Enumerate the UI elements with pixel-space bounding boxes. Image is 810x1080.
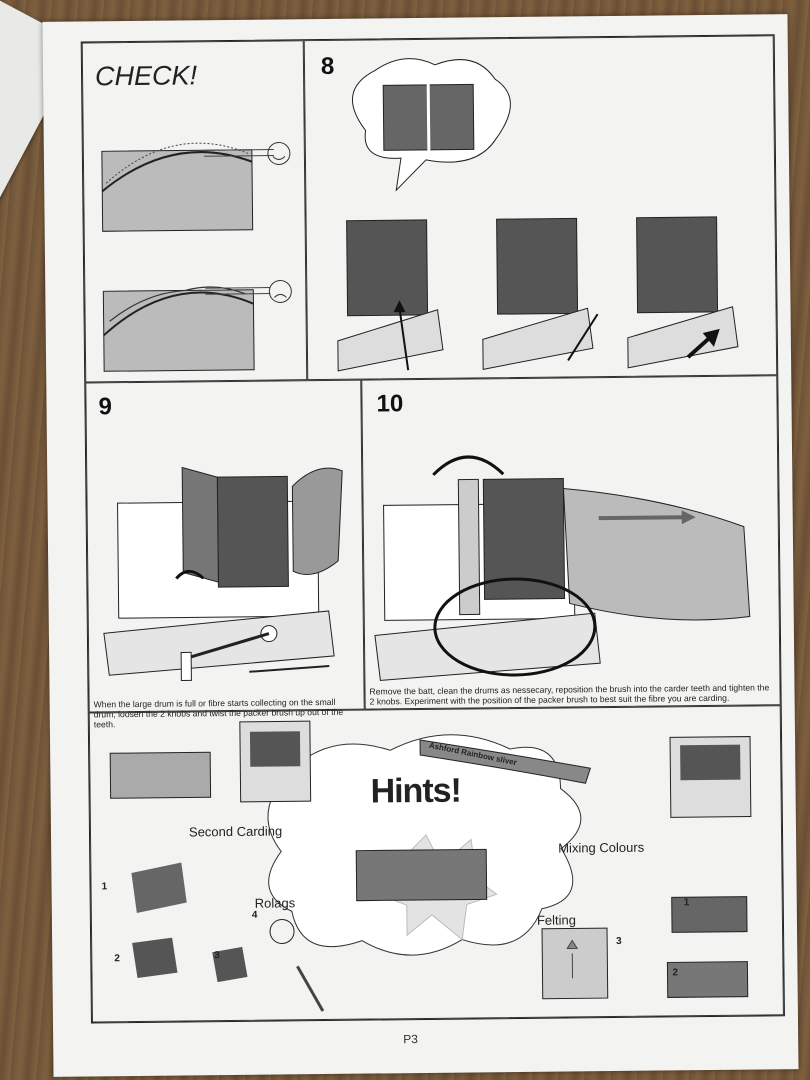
hints-title: Hints! [370,771,462,811]
sad-face-icon [268,279,292,303]
rolag-step-4: 4 [251,909,258,921]
step-9-illustration [103,466,343,682]
step-8-panel: 8 [303,35,778,381]
step-9-panel: 9 When the large drum is full or fibre s… [85,379,365,729]
step-10-illustration [374,455,751,681]
mixing-colours-label: Mixing Colours [558,839,645,856]
step-10-panel: 10 Remove the batt, clean the drums as n… [361,375,781,710]
felted-batt [355,848,488,902]
hints-panel: Hints! Ashford Rainbow sliver Second Car… [88,705,784,1023]
felting-label: Felting [536,912,577,928]
second-carding-label: Second Carding [188,823,283,840]
rolag-step-1: 1 [101,881,108,893]
rolag-step-3: 3 [214,950,220,962]
rolag-step-2: 2 [114,953,120,965]
step-8-illustration [337,58,739,372]
page-number: P3 [403,1032,418,1047]
check-illustration [101,141,292,372]
rolags-label: Rolags [254,895,296,911]
felting-step-2: 2 [672,967,679,979]
happy-face-icon [267,141,291,165]
felting-step-1: 1 [683,897,690,909]
page-frame: CHECK! 8 [80,34,785,1024]
felting-step-3: 3 [616,935,622,947]
rainbow-sliver-ribbon [419,739,591,784]
hints-illustration [109,720,752,1012]
check-panel: CHECK! [81,40,308,383]
instruction-page: CHECK! 8 [42,14,799,1077]
